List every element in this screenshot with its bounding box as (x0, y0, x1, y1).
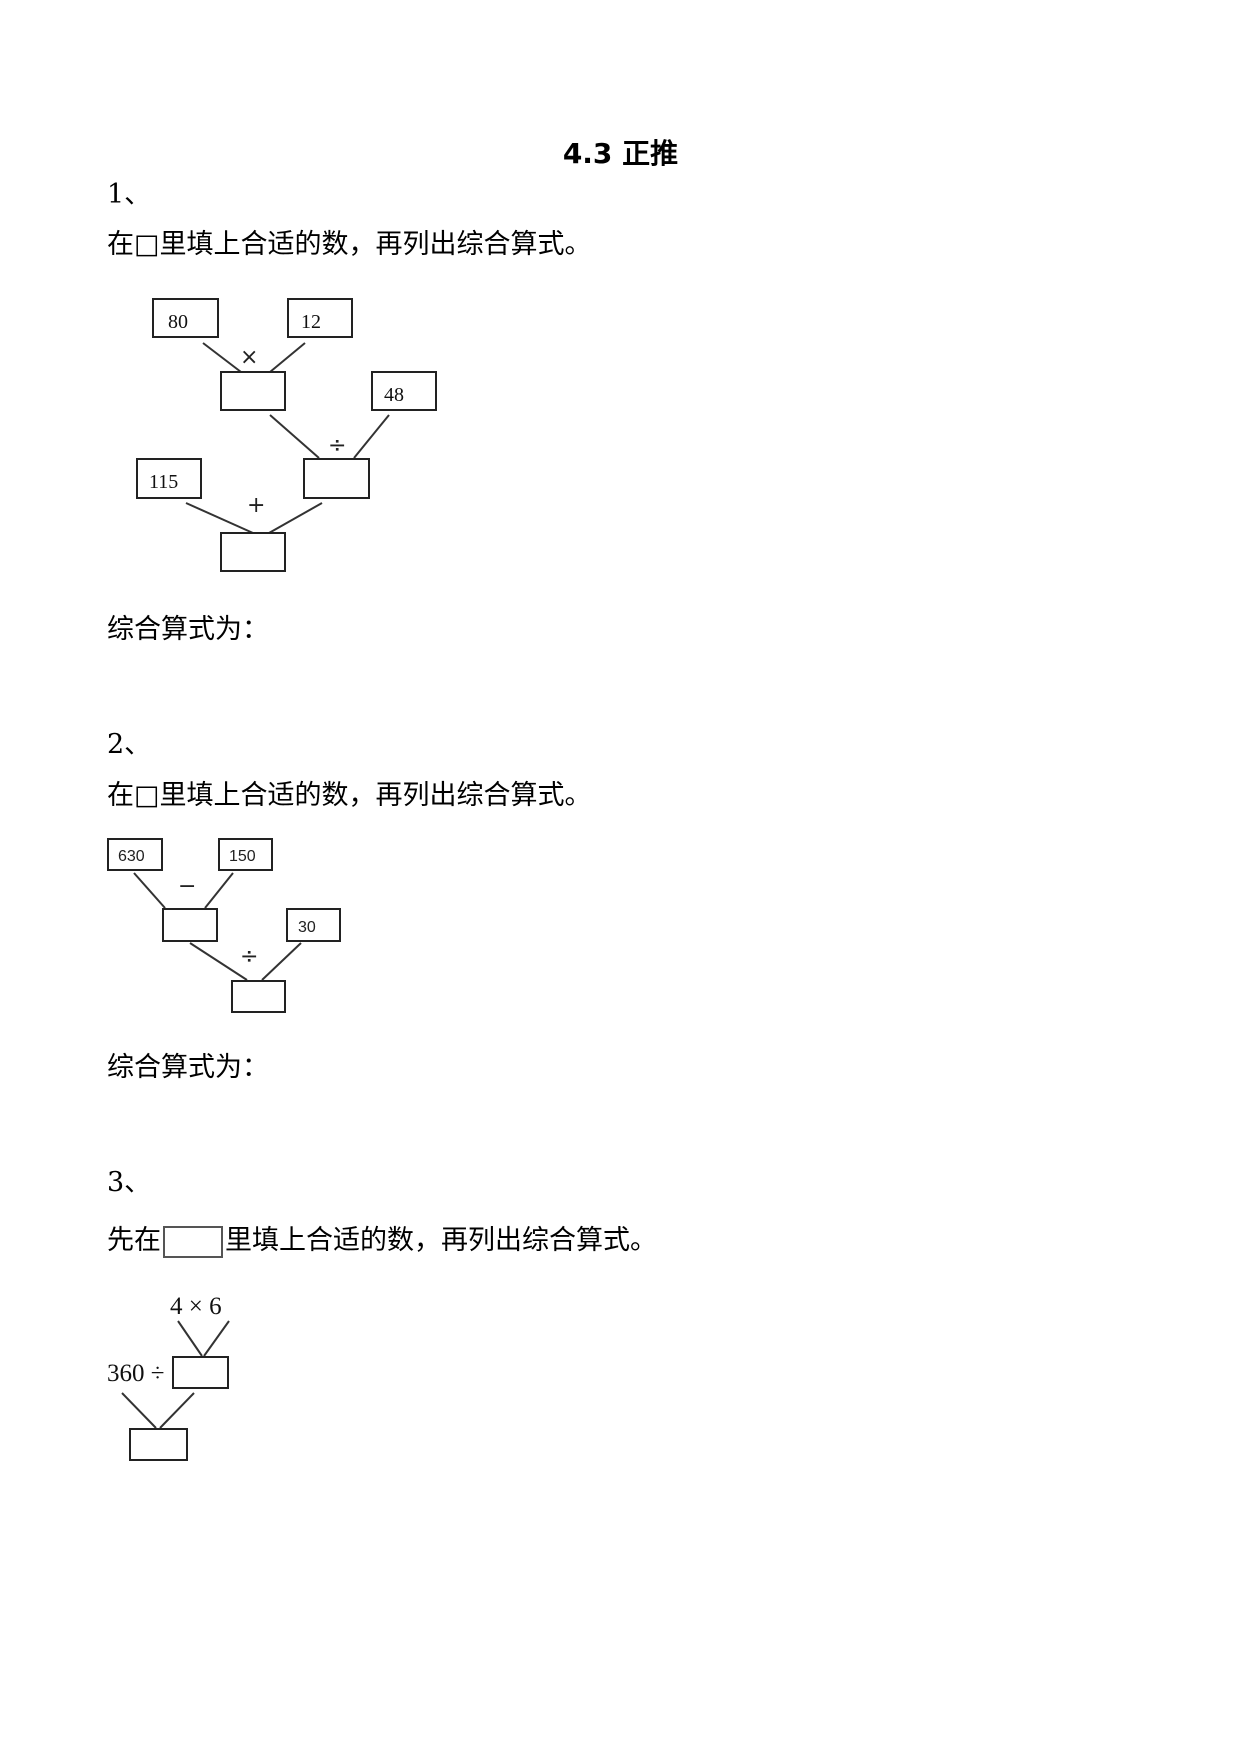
q3-expr-left: 360 ÷ (107, 1360, 164, 1387)
q3-expr-top: 4 × 6 (170, 1293, 222, 1320)
q2-op-divide: ÷ (240, 944, 258, 969)
q1-blank-1[interactable] (220, 371, 286, 411)
q1-box-d (136, 458, 202, 499)
q2-op-minus: − (178, 874, 196, 899)
q2-box-c (286, 908, 341, 942)
q3-blank-1[interactable] (172, 1356, 229, 1389)
q1-op-plus: + (247, 493, 265, 518)
q3-blank-2[interactable] (129, 1428, 188, 1461)
q3-instruction-post: 里填上合适的数，再列出综合算式。 (225, 1225, 657, 1256)
q3-instruction-pre: 先在 (107, 1225, 161, 1256)
q2-blank-2[interactable] (231, 980, 286, 1013)
q1-value-c: 48 (384, 384, 404, 406)
q2-blank-1[interactable] (162, 908, 218, 942)
q1-instruction: 在□里填上合适的数，再列出综合算式。 (107, 229, 592, 260)
q1-number: 1、 (107, 179, 152, 210)
q2-value-b: 150 (229, 848, 256, 865)
q3-diagram: 4 × 6 360 ÷ (107, 1293, 230, 1461)
q1-op-multiply: × (240, 345, 258, 370)
q2-answer-label: 综合算式为： (107, 1052, 269, 1083)
q2-box-b (218, 838, 273, 871)
q1-answer-label: 综合算式为： (107, 614, 269, 645)
q1-diagram: 80 12 × 48 ÷ 115 + (136, 298, 437, 572)
page-title: 4.3 正推 (562, 137, 679, 170)
q2-value-a: 630 (118, 848, 145, 865)
q1-value-a: 80 (168, 311, 188, 333)
q1-blank-2[interactable] (303, 458, 370, 499)
q2-diagram: 630 150 − 30 ÷ (107, 838, 341, 1013)
q2-number: 2、 (107, 729, 152, 760)
q2-instruction: 在□里填上合适的数，再列出综合算式。 (107, 780, 592, 811)
q1-blank-3[interactable] (220, 532, 286, 572)
q1-value-b: 12 (301, 311, 321, 333)
q1-box-b (287, 298, 353, 338)
q1-box-c (371, 371, 437, 411)
q2-value-c: 30 (298, 919, 316, 936)
q2-box-a (107, 838, 163, 871)
q3-number: 3、 (107, 1167, 152, 1198)
q1-box-a (152, 298, 219, 338)
q1-op-divide: ÷ (328, 433, 346, 458)
q3-instruction: 先在 里填上合适的数，再列出综合算式。 (107, 1224, 657, 1258)
inline-blank-box (163, 1225, 223, 1258)
q1-value-d: 115 (149, 471, 178, 493)
